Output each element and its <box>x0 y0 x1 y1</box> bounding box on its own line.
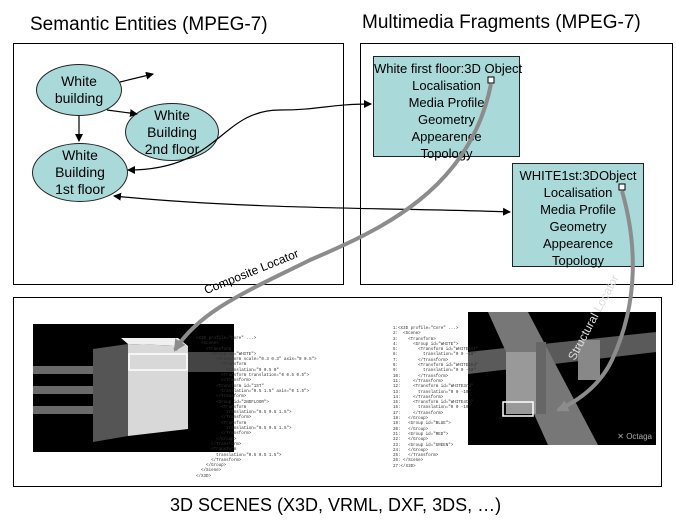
fragment2-localisation: Localisation <box>543 185 613 200</box>
code-line: <Group id="2NDFLOOR"> <box>196 400 269 405</box>
code-line: 15: <Transform id="WHITE4th" <box>393 401 474 406</box>
code-line: 8: <Transform id="WHITE2nd" <box>393 364 479 369</box>
right-3d-render: ✕ Octaga <box>468 312 656 445</box>
code-line: 6: translation="0 0 -10" <box>393 353 476 358</box>
code-line: <Transform scale="0.3 0.3" axis="0 0.5"> <box>196 358 317 363</box>
3d-scenes-title: 3D SCENES (X3D, VRML, DXF, 3DS, …) <box>170 495 502 515</box>
code-line: 20: </Group> <box>393 427 429 432</box>
code-line: </Transform> <box>196 416 252 421</box>
code-line: <Transform id="1ST" <box>196 384 264 389</box>
code-line: <Transform <box>196 448 237 453</box>
fragment1-localisation: Localisation <box>412 78 481 93</box>
code-line: 19: <Group id="BLUE"> <box>393 422 451 427</box>
code-line: 17: </Transform> <box>393 411 444 416</box>
fragment2-title: WHITE1st:3DObject <box>519 168 637 183</box>
octaga-watermark: ✕ Octaga <box>617 432 652 441</box>
code-line: </Group> <box>196 464 227 469</box>
code-line: </Transform> <box>196 395 247 400</box>
code-line: 27:</X3D> <box>393 464 416 469</box>
code-line: 22: </Group> <box>393 438 429 443</box>
octaga-label: Octaga <box>626 432 652 441</box>
code-line: 12: <Transform id="WHITE3rd" <box>393 385 474 390</box>
code-line: <Transform <box>196 363 247 368</box>
code-line: translation="0 0.5 0" <box>196 368 279 373</box>
code-line: 24: </Group> <box>393 448 429 453</box>
code-line: </Transform> <box>196 379 252 384</box>
code-line: <Group id="WHITE"> <box>196 352 257 357</box>
entity-white-building-2nd-floor[interactable]: White Building 2nd floor <box>125 103 219 161</box>
code-line: 25: </Transform> <box>393 454 439 459</box>
fragment1-title: White first floor:3D Object <box>374 61 523 76</box>
code-line: 21: <Group id="RED"> <box>393 432 449 437</box>
code-line: 13: translation="0 0 -10" <box>393 390 471 395</box>
code-line: 26: </Scene> <box>393 459 424 464</box>
code-line: 10: </Transform> <box>393 374 449 379</box>
code-line: 14: </Transform> <box>393 395 444 400</box>
code-line: 7: </Transform> <box>393 358 449 363</box>
code-line: </X3D> <box>196 474 212 479</box>
fragment1-media-profile: Media Profile <box>408 95 485 110</box>
entity-white-building-1st-floor[interactable]: White Building 1st floor <box>32 143 128 202</box>
fragment2-appearence: Appearence <box>542 236 614 251</box>
fragment2-geometry: Geometry <box>549 219 607 234</box>
multimedia-fragments-title: Multimedia Fragments (MPEG-7) <box>362 12 641 33</box>
x3d-code-left: <X3D profile="Core" ...> <Scene> <Transf… <box>196 337 317 480</box>
code-line: translation="0.5 0.5 1.5"> <box>196 427 292 432</box>
left-building-graphic <box>33 338 234 442</box>
left-3d-render <box>33 324 234 452</box>
code-line: 9: translation="0 0 -10" <box>393 369 476 374</box>
entity-white-building[interactable]: White building <box>36 64 122 116</box>
code-line: </Scene> <box>196 469 222 474</box>
fragment1-appearence: Appearence <box>411 129 482 144</box>
code-line: translation="0.5 1.5" axis="0 1.5"> <box>196 389 310 394</box>
code-line: <Transform <box>196 421 247 426</box>
right-building-graphic <box>468 312 656 445</box>
code-line: <Transform <box>196 405 247 410</box>
code-line: <Transform translation="0 0.5 0.5"> <box>196 374 310 379</box>
semantic-entities-title: Semantic Entities (MPEG-7) <box>30 14 268 35</box>
code-line: </Transform> <box>196 432 252 437</box>
x3d-code-right: 1:<X3D profile="Core" ...>2: <Scene>3: <… <box>393 327 478 470</box>
code-line: translation="0.5 0.5 1.5"> <box>196 453 282 458</box>
code-line: 18: </Group> <box>393 417 429 422</box>
octaga-logo-icon: ✕ <box>617 432 624 441</box>
fragment-white-first-floor[interactable]: White first floor:3D Object Localisation… <box>373 56 523 161</box>
code-line: 23: <Group id="GREEN"> <box>393 443 454 448</box>
code-line: translation="0.5 0.5 1.5"> <box>196 411 292 416</box>
code-line: </Transform> <box>196 442 242 447</box>
fragment1-topology: Topology <box>420 146 473 161</box>
fragment2-media-profile: Media Profile <box>540 202 616 217</box>
code-line: </Group> <box>196 437 237 442</box>
code-line: 16: translation="0 0 -10" <box>393 406 471 411</box>
fragment-white1st-3dobject[interactable]: WHITE1st:3DObject Localisation Media Pro… <box>512 163 644 268</box>
fragment1-geometry: Geometry <box>417 112 476 127</box>
fragment2-topology: Topology <box>551 253 605 268</box>
code-line: 11: </Transform> <box>393 379 444 384</box>
code-line: </Transform> <box>196 458 242 463</box>
